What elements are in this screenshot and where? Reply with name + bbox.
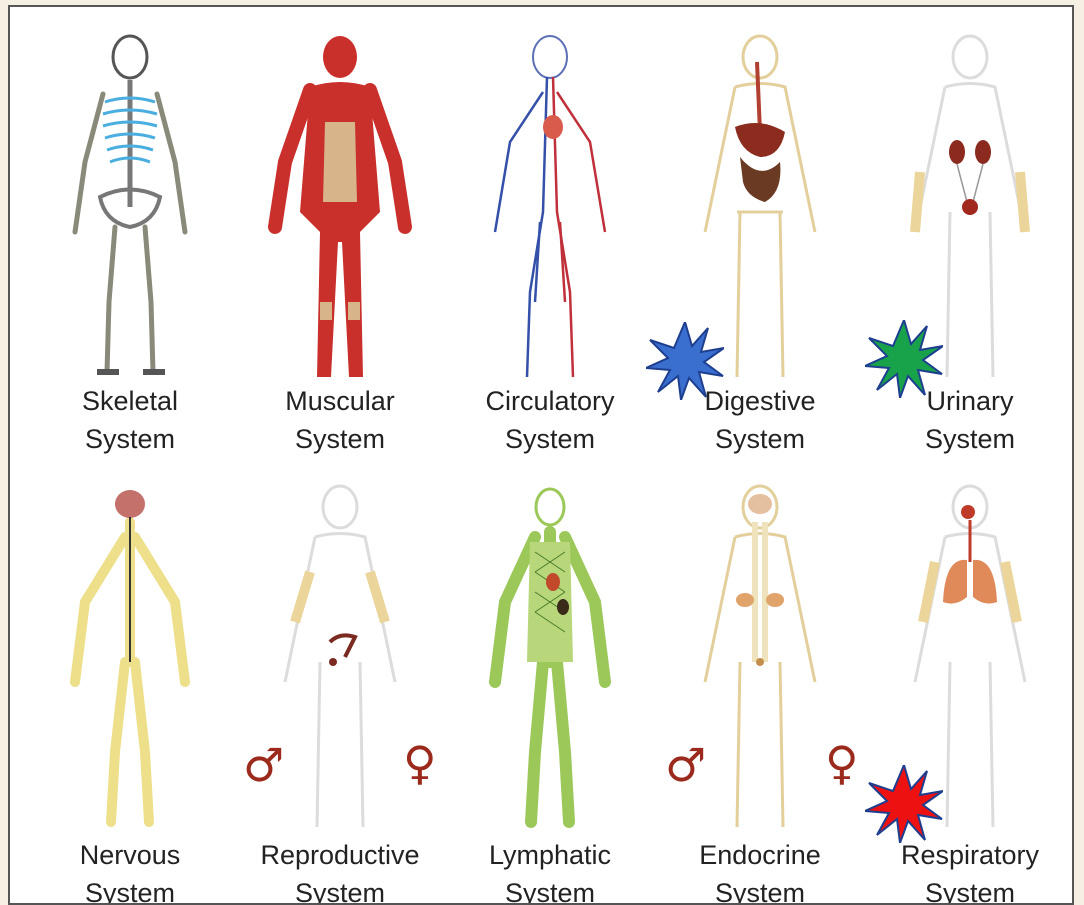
lymph-network-figure-icon	[455, 482, 645, 852]
male-symbol-icon: ♂	[243, 742, 284, 788]
female-symbol-icon: ♀	[403, 740, 437, 786]
reproductive-organs-figure-icon	[245, 482, 435, 852]
skeleton-figure-icon	[35, 32, 225, 402]
muscle-figure-icon	[245, 32, 435, 402]
gland-figure-icon	[665, 482, 855, 852]
male-symbol-icon: ♂	[665, 742, 706, 788]
blood-vessel-figure-icon	[455, 32, 645, 402]
female-symbol-icon: ♀	[825, 740, 859, 786]
green-starburst-icon	[865, 320, 943, 398]
red-starburst-icon	[865, 765, 943, 843]
nerve-figure-icon	[35, 482, 225, 852]
blue-starburst-icon	[646, 322, 724, 400]
